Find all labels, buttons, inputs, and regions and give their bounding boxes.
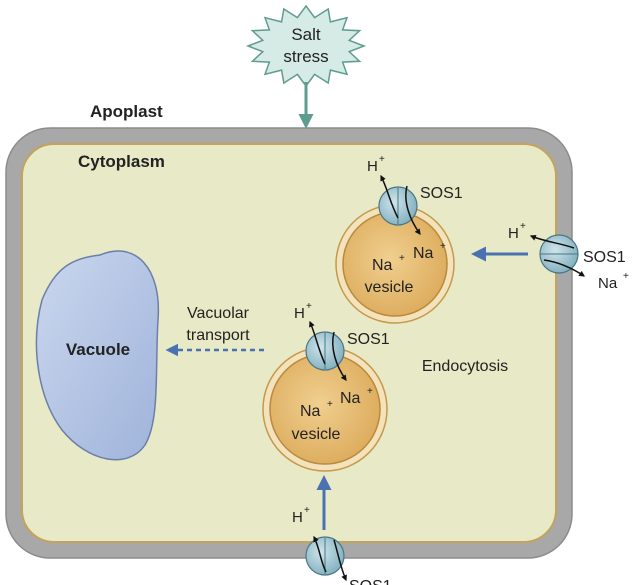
na-arrow-bottom (333, 539, 347, 582)
vesicle-lower-line1-sup: + (327, 399, 333, 410)
vesicle-lower-line1: Na (300, 403, 321, 420)
vacuole (35, 250, 160, 461)
vacuolar-transport-line1: Vacuolar (187, 305, 250, 322)
h-ion-lower-sup: + (306, 301, 312, 312)
h-ion-right-sup: + (520, 221, 526, 232)
h-ion-lower: H (294, 305, 305, 322)
vesicle-upper-line1-sup: + (399, 253, 405, 264)
vacuole-label: Vacuole (66, 340, 130, 359)
sos1-label-right: SOS1 (583, 249, 626, 266)
h-efflux-arrow (380, 174, 399, 219)
na-ion-right: Na (598, 275, 618, 292)
na-ion-right-sup: + (623, 271, 629, 282)
vesicle-upper-na-inner: Na (413, 245, 434, 262)
h-arrow-bottom (313, 535, 327, 573)
salt-stress-stimulus: Salt stress (245, 4, 367, 88)
h-efflux-arrow-lower (309, 320, 326, 365)
vesicle-upper-line1: Na (372, 257, 393, 274)
vacuolar-transport-line2: transport (186, 327, 250, 344)
h-ion-bottom-sup: + (304, 505, 310, 516)
na-efflux-arrow-right (543, 259, 585, 277)
h-ion-upper: H (367, 158, 378, 175)
sos1-transporter-upper-vesicle: SOS1 H + (367, 154, 463, 235)
apoplast-label: Apoplast (90, 102, 163, 121)
vesicle-lower: Na + Na + vesicle (262, 346, 388, 472)
cytoplasm-label: Cytoplasm (78, 152, 165, 171)
vesicle-lower-na-inner: Na (340, 390, 361, 407)
h-ion-right: H (508, 225, 519, 242)
h-efflux-arrow-right (529, 234, 575, 249)
vesicle-lower-na-inner-sup: + (367, 386, 373, 397)
sos1-transporter-lower-vesicle: SOS1 H + (294, 301, 390, 381)
na-influx-arrow-lower (332, 331, 347, 381)
sos1-label-upper: SOS1 (420, 185, 463, 202)
sos1-transporter-plasma-membrane-right: SOS1 H + Na + (508, 221, 629, 292)
vesicle-upper-na-inner-sup: + (440, 241, 446, 252)
vesicle-lower-line2: vesicle (292, 426, 341, 443)
sos1-label-lower: SOS1 (347, 331, 390, 348)
h-ion-bottom: H (292, 509, 303, 526)
salt-stress-line2: stress (283, 47, 328, 66)
salt-stress-line1: Salt (291, 25, 321, 44)
h-ion-upper-sup: + (379, 154, 385, 165)
sos1-transporter-plasma-membrane-bottom: H + SOS1 (292, 505, 392, 585)
vesicle-upper-line2: vesicle (365, 279, 414, 296)
na-influx-arrow (405, 185, 421, 235)
salt-stress-star-shape (245, 4, 367, 88)
endocytosis-label: Endocytosis (422, 358, 508, 375)
sos1-label-bottom: SOS1 (349, 578, 392, 585)
